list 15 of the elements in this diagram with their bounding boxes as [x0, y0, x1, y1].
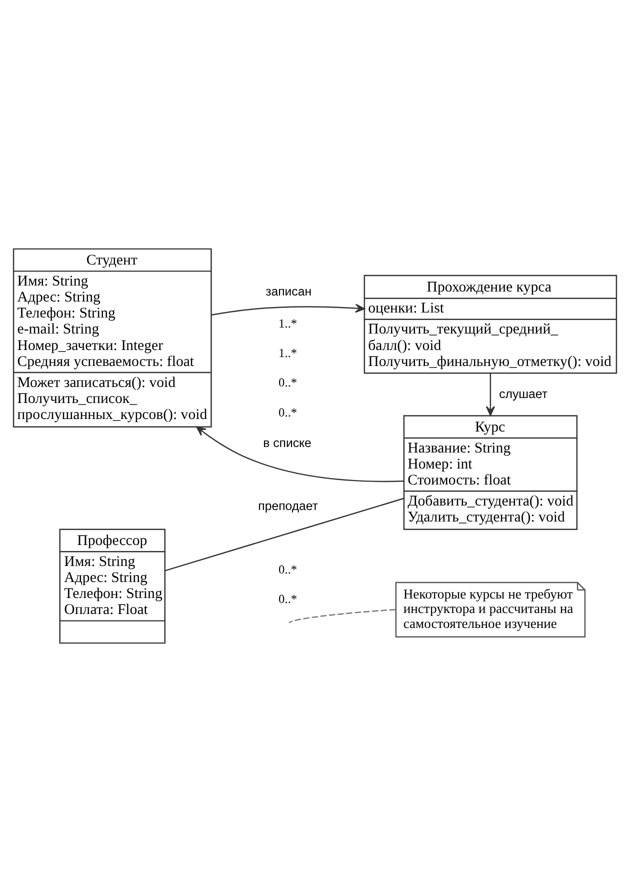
edge-label: записан — [266, 284, 312, 298]
edge-label: преподает — [258, 498, 318, 513]
arrow — [196, 426, 404, 482]
label: 0..* — [278, 404, 298, 419]
connector — [164, 497, 404, 571]
label: 0..* — [278, 375, 298, 390]
label: 0..* — [278, 591, 298, 606]
edge-label: слушает — [499, 386, 548, 401]
arrow — [486, 372, 495, 416]
label: 1..* — [278, 346, 298, 360]
label: 0..* — [278, 562, 298, 576]
arrow — [211, 303, 365, 316]
connector — [288, 608, 396, 623]
edge-label: в списке — [263, 436, 312, 450]
label: 1..* — [278, 316, 298, 330]
